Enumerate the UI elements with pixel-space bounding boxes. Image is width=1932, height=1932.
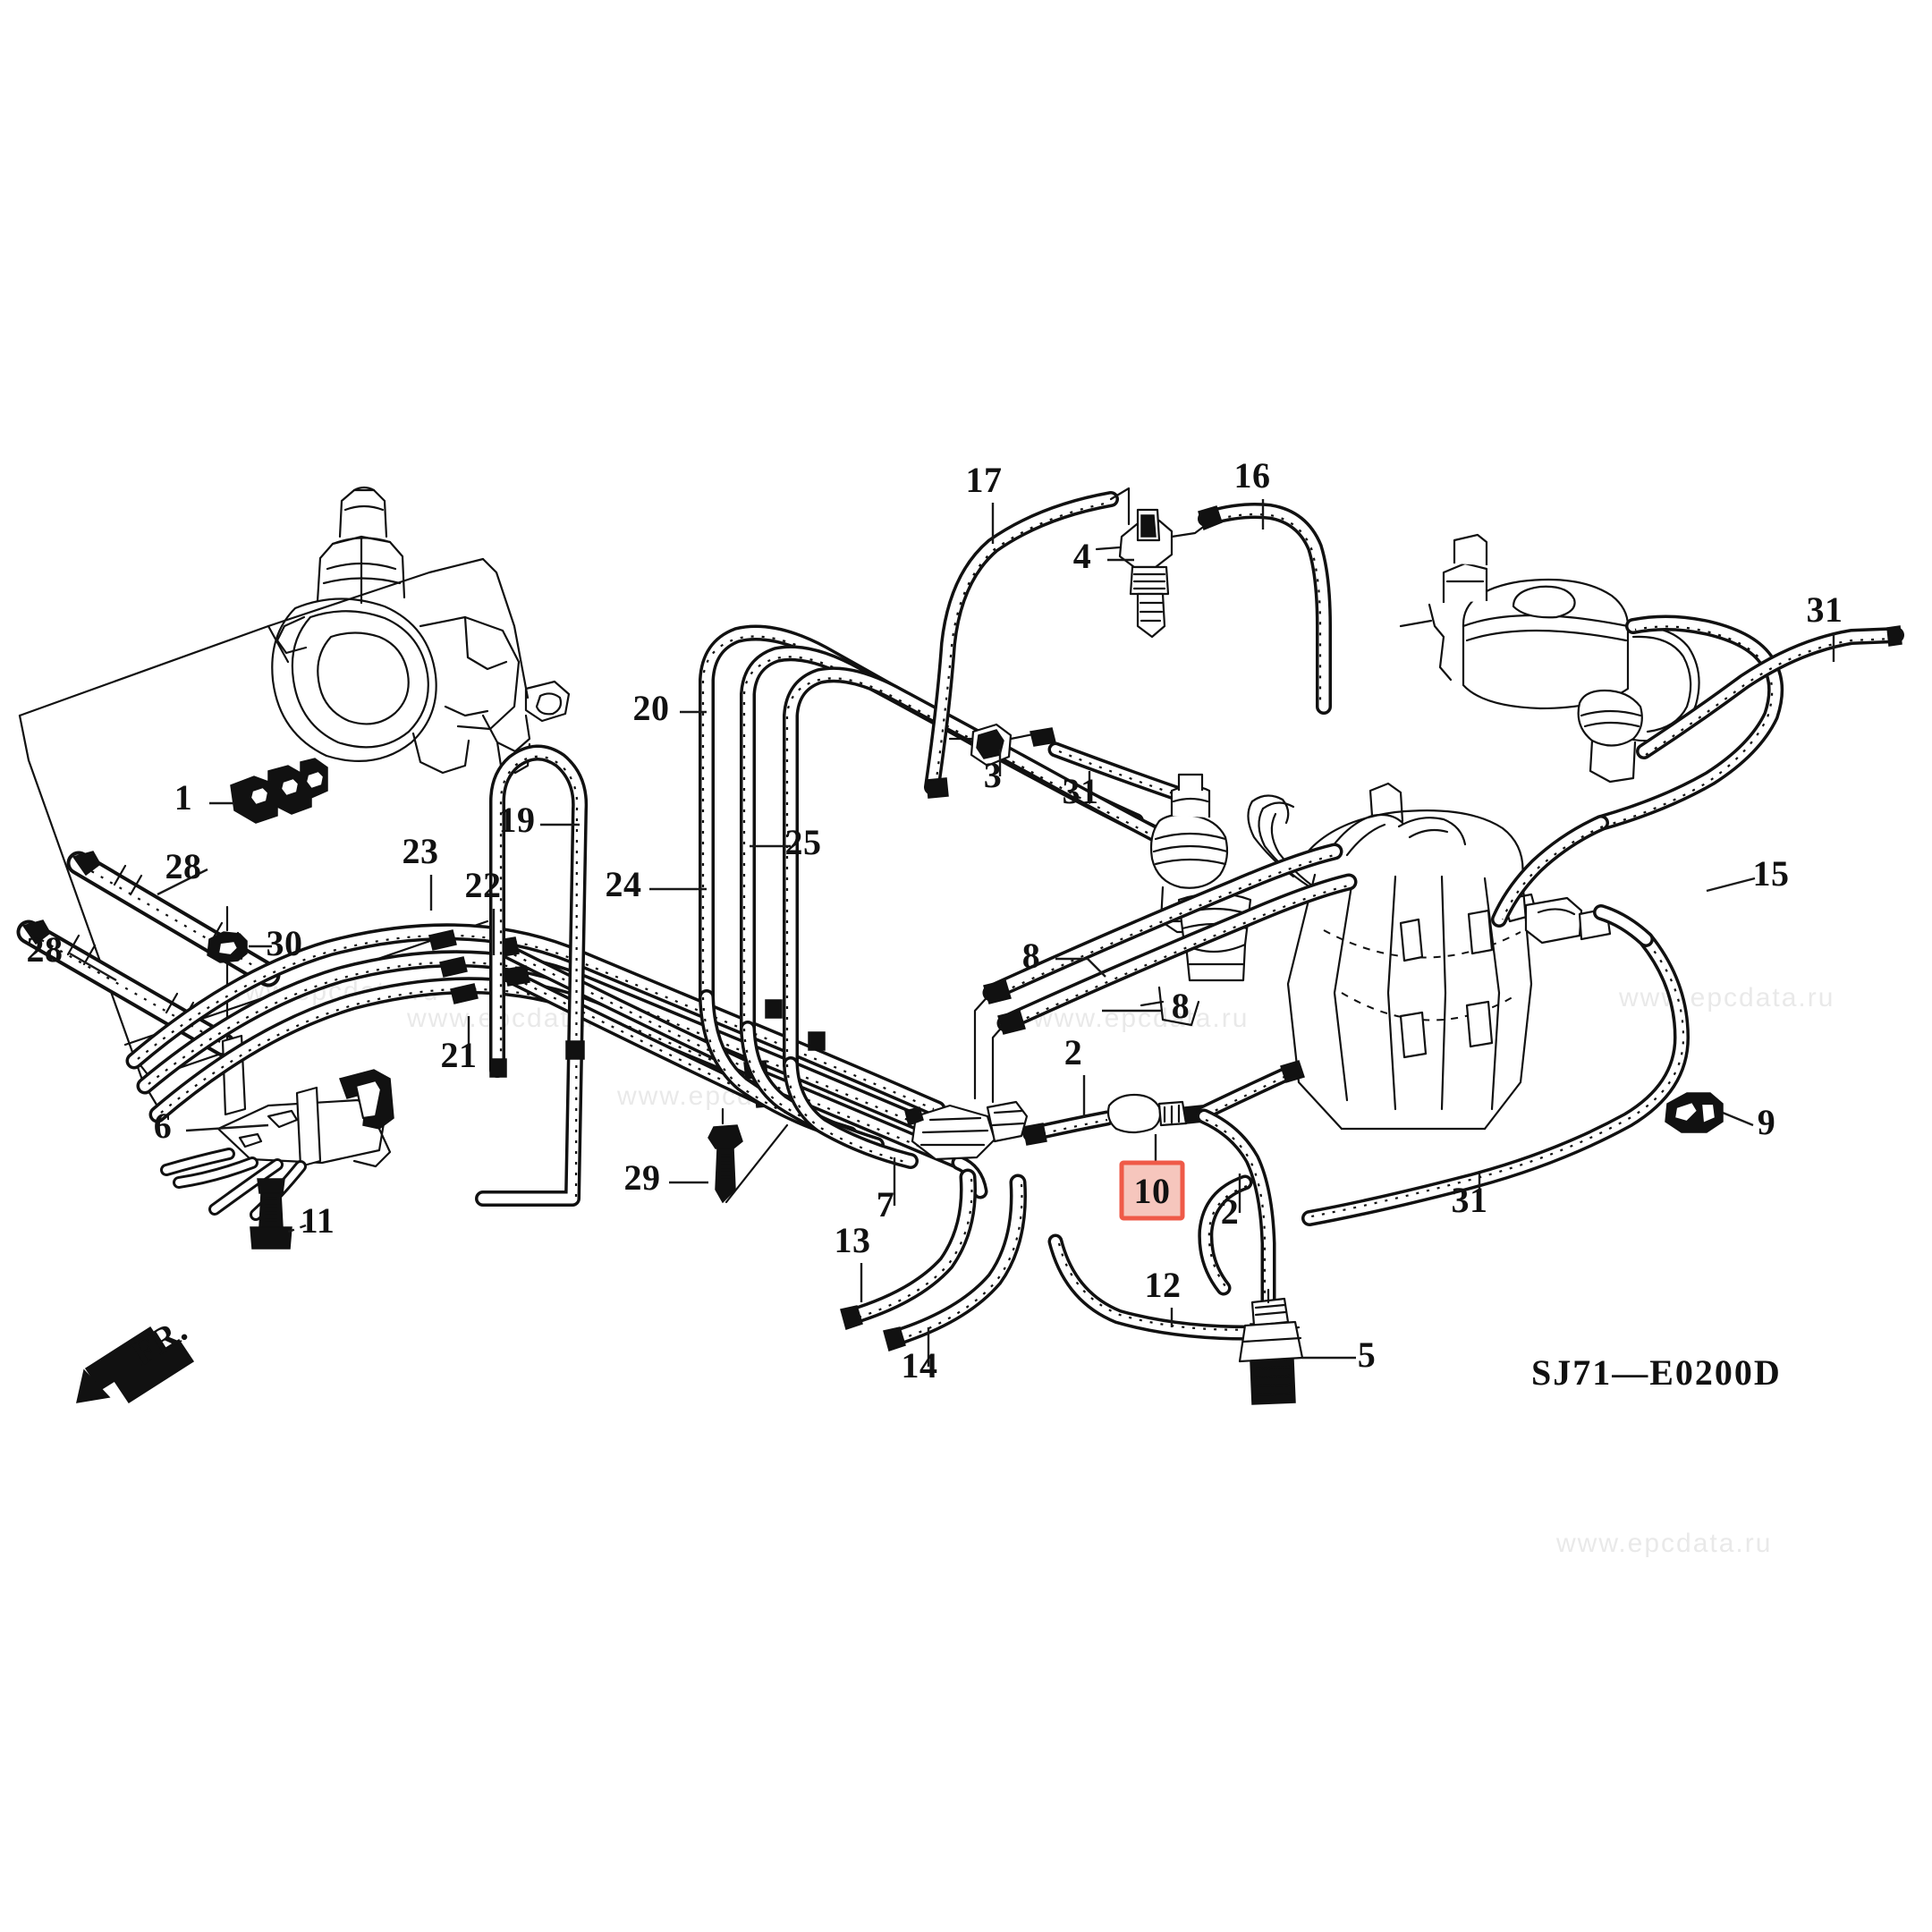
callout-numbers: 1 2 2 3 4 5 6 7 8 8 9 10 11 12 13 14 15 … [27,455,1843,1385]
callout-5: 5 [1358,1335,1377,1375]
watermark-text: www.epcdata.ru [1618,983,1835,1013]
callout-12: 12 [1145,1265,1182,1305]
intake-manifold [1247,782,1612,1131]
part-11-bolt [250,1178,292,1250]
central-hose-junction [904,1100,1029,1161]
hose-17 [924,487,1131,799]
callout-28a: 28 [165,846,202,886]
part-9-hose-clip [1665,1092,1724,1133]
callout-6: 6 [154,1106,173,1146]
callout-31b: 31 [1807,589,1843,630]
fr-arrow-icon [84,1326,195,1404]
callout-17: 17 [966,460,1003,500]
callout-8a: 8 [1022,936,1041,976]
highlighted-callout-box[interactable] [1119,1160,1185,1221]
front-direction-indicator: FR. [76,1309,195,1404]
hose-31-right [1636,625,1904,759]
part-1-connector-block [230,758,328,824]
part-6-bracket-assembly [160,1034,394,1221]
hose-19 [475,744,589,1207]
hose-15 [1491,614,1784,928]
hose-20 [699,624,1144,1005]
callout-31a: 31 [1063,771,1099,811]
callout-23: 23 [402,831,439,871]
callout-3: 3 [984,755,1003,795]
watermark-text: www.epcdata.ru [1555,1529,1772,1558]
callout-28b: 28 [27,929,64,970]
egr-valve [1149,773,1229,934]
callout-25: 25 [785,822,822,862]
hose-8-pair [973,843,1358,1104]
callout-29: 29 [624,1157,661,1198]
callout-7: 7 [877,1184,895,1224]
hose-16 [1198,503,1332,715]
callout-2a: 2 [1064,1032,1083,1072]
callout-4: 4 [1073,536,1092,576]
vacuum-tank-assembly [1399,533,1700,784]
hose-20-24-25-tails [699,989,919,1169]
callout-21: 21 [441,1035,478,1075]
callout-11: 11 [301,1200,335,1241]
callout-31c: 31 [1452,1180,1488,1220]
part-29-bolt [708,1107,789,1204]
watermark-text: www.epcdata.ru [1032,1004,1249,1033]
callout-8b: 8 [1172,986,1191,1026]
callout-15: 15 [1753,853,1790,894]
callout-10[interactable]: 10 [1134,1171,1171,1211]
hose-31-lower-right [1301,904,1690,1226]
callout-9: 9 [1758,1102,1776,1142]
part-5-thermo-valve [1238,1288,1304,1405]
callout-20: 20 [633,688,670,728]
diagram-part-code: SJ71—E0200D [1531,1352,1782,1393]
callout-16: 16 [1234,455,1271,496]
hose-7-13-14 [840,1155,1027,1352]
callout-30: 30 [267,923,303,963]
callout-19: 19 [499,800,536,840]
part-4-vacuum-switch [1095,508,1211,639]
fr-arrow-head-icon [76,1368,111,1403]
callout-1: 1 [174,777,193,818]
callout-24: 24 [606,864,642,904]
callout-22: 22 [465,865,502,905]
callout-13: 13 [835,1220,871,1260]
hose-2-group [1022,1060,1305,1323]
callout-14: 14 [902,1345,938,1385]
leader-lines [69,499,1835,1367]
callout-2b: 2 [1221,1191,1240,1232]
part-3-inline-connector [948,723,1056,767]
